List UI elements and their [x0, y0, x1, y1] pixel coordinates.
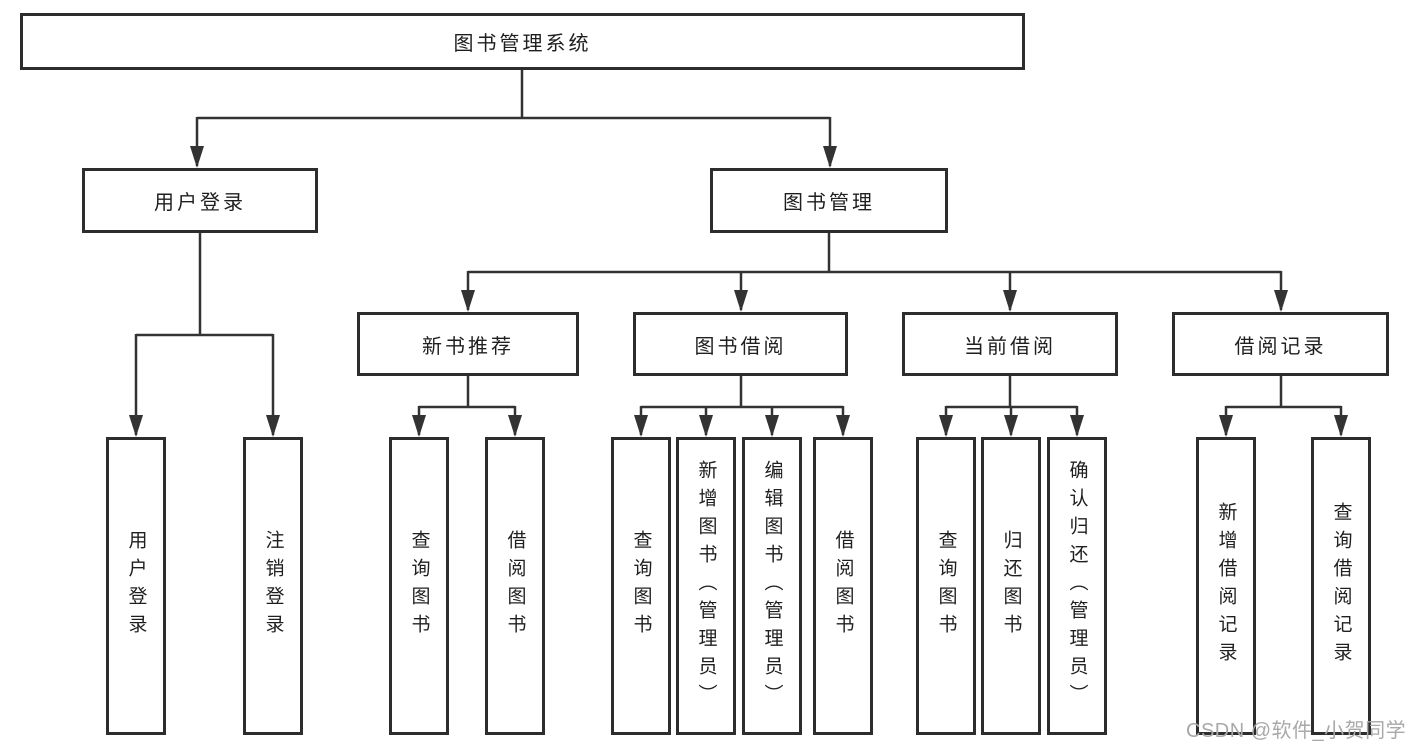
- leaf-logout-login: 注销登录: [243, 437, 303, 735]
- leaf-user-login-label: 用户登录: [125, 530, 147, 642]
- node-current-borrowing: 当前借阅: [902, 312, 1118, 376]
- leaf-add-books-admin-label: 新增图书（管理员）: [695, 460, 717, 712]
- node-user-login: 用户登录: [82, 168, 318, 233]
- node-library-system-label: 图书管理系统: [453, 33, 592, 55]
- node-book-borrowing-label: 图书借阅: [694, 335, 787, 358]
- leaf-query-books-1-label: 查询图书: [408, 530, 430, 642]
- leaf-add-borrow-record-label: 新增借阅记录: [1215, 502, 1237, 670]
- leaf-query-books-1: 查询图书: [389, 437, 449, 735]
- node-book-management-label: 图书管理: [783, 192, 875, 214]
- node-library-system: 图书管理系统: [20, 13, 1025, 70]
- leaf-logout-login-label: 注销登录: [262, 530, 284, 642]
- node-new-book-recommend: 新书推荐: [357, 312, 579, 376]
- node-borrowing-records: 借阅记录: [1172, 312, 1389, 376]
- leaf-add-borrow-record: 新增借阅记录: [1196, 437, 1256, 735]
- leaf-edit-books-admin: 编辑图书（管理员）: [742, 437, 802, 735]
- leaf-query-books-3-label: 查询图书: [935, 530, 957, 642]
- leaf-query-books-3: 查询图书: [916, 437, 976, 735]
- leaf-return-books: 归还图书: [981, 437, 1041, 735]
- leaf-borrow-books-1-label: 借阅图书: [504, 530, 526, 642]
- leaf-confirm-return-admin: 确认归还（管理员）: [1047, 437, 1107, 735]
- leaf-borrow-books-1: 借阅图书: [485, 437, 545, 735]
- csdn-watermark: CSDN @软件_小贺同学: [1186, 720, 1405, 742]
- leaf-edit-books-admin-label: 编辑图书（管理员）: [761, 460, 783, 712]
- node-borrowing-records-label: 借阅记录: [1234, 335, 1327, 358]
- node-current-borrowing-label: 当前借阅: [964, 335, 1056, 358]
- node-new-book-recommend-label: 新书推荐: [422, 335, 514, 358]
- leaf-add-books-admin: 新增图书（管理员）: [676, 437, 736, 735]
- leaf-confirm-return-admin-label: 确认归还（管理员）: [1066, 460, 1088, 712]
- leaf-query-books-2-label: 查询图书: [630, 530, 652, 642]
- node-book-borrowing: 图书借阅: [633, 312, 848, 376]
- leaf-query-borrow-record-label: 查询借阅记录: [1330, 502, 1352, 670]
- leaf-query-borrow-record: 查询借阅记录: [1311, 437, 1371, 735]
- leaf-user-login: 用户登录: [106, 437, 166, 735]
- leaf-query-books-2: 查询图书: [611, 437, 671, 735]
- node-user-login-label: 用户登录: [154, 192, 246, 214]
- leaf-borrow-books-2: 借阅图书: [813, 437, 873, 735]
- node-book-management: 图书管理: [710, 168, 948, 233]
- leaf-borrow-books-2-label: 借阅图书: [832, 530, 854, 642]
- leaf-return-books-label: 归还图书: [1000, 530, 1022, 642]
